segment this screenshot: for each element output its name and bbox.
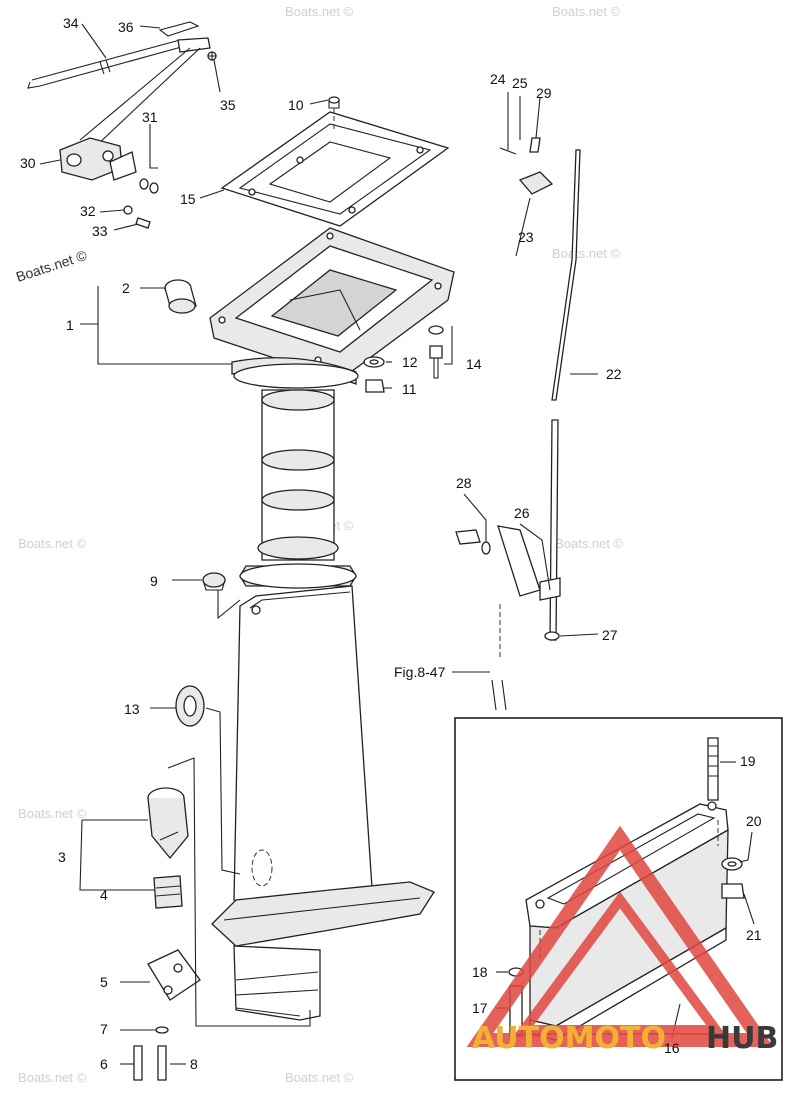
part-label: 3 <box>58 849 66 865</box>
shift-linkage <box>27 21 217 229</box>
grommet-9 <box>202 572 226 588</box>
part-label: 32 <box>80 203 96 219</box>
watermark: Boats.net © <box>285 4 354 19</box>
figure-reference: Fig.8-47 <box>394 664 446 680</box>
part-label: 21 <box>746 927 762 943</box>
part-label: 22 <box>606 366 622 382</box>
watermark: Boats.net © <box>555 536 624 551</box>
lower-bracket <box>133 685 205 1081</box>
part-label: 16 <box>664 1040 680 1056</box>
part-label: 19 <box>740 753 756 769</box>
part-label: 11 <box>402 381 417 397</box>
stud-19 <box>707 737 719 801</box>
watermark: Boats.net © <box>285 1070 354 1085</box>
nut-4 <box>153 875 183 909</box>
part-label: 9 <box>150 573 158 589</box>
part-label: 4 <box>100 887 108 903</box>
collar-27 <box>544 631 560 641</box>
bracket-23 <box>518 171 554 195</box>
bolt-28 <box>455 529 481 545</box>
part-label: 35 <box>220 97 236 113</box>
shift-rod <box>455 137 581 711</box>
watermark: Boats.net © <box>14 247 89 285</box>
watermark: Boats.net © <box>18 536 87 551</box>
part-label: 34 <box>63 15 79 31</box>
rod-22-lower <box>549 419 559 641</box>
part-label: 25 <box>512 75 528 91</box>
part-label: 26 <box>514 505 530 521</box>
part-label: 1 <box>66 317 74 333</box>
part-label: 13 <box>124 701 140 717</box>
bolt-6 <box>133 1045 143 1081</box>
nut-21 <box>721 883 745 899</box>
ball-32 <box>123 205 133 215</box>
drive-shaft-housing-top <box>164 227 455 389</box>
spring-33 <box>135 217 151 229</box>
screw-29 <box>529 137 541 153</box>
brand-logo: AUTOMOTO HUB <box>466 825 778 1056</box>
brand-name-part2: HUB <box>706 1021 778 1056</box>
part-label: 14 <box>466 356 482 372</box>
gasket-15 <box>220 111 450 227</box>
part-label: 28 <box>456 475 472 491</box>
part-label: 8 <box>190 1056 198 1072</box>
part-label: 24 <box>490 71 506 87</box>
pin-10 <box>328 96 340 104</box>
washer-7 <box>155 1026 169 1034</box>
part-label: 36 <box>118 19 134 35</box>
upper-gasket <box>220 96 450 227</box>
drive-shaft-housing <box>211 389 435 1021</box>
part-label: 6 <box>100 1056 108 1072</box>
part-label: 31 <box>142 109 158 125</box>
part-label: 12 <box>402 354 418 370</box>
part-label: 10 <box>288 97 304 113</box>
plate-5 <box>147 949 201 1001</box>
rod-22-upper <box>551 149 581 401</box>
o-ring-31b <box>149 182 159 194</box>
watermark: Boats.net © <box>18 1070 87 1085</box>
brand-name-part1: AUTOMOTO <box>472 1021 666 1056</box>
part-label: 18 <box>472 964 488 980</box>
part-label: 20 <box>746 813 762 829</box>
washer-14 <box>428 325 444 335</box>
clamp-26 <box>497 525 541 597</box>
leader-lines <box>39 23 599 1065</box>
watermark: Boats.net © <box>552 246 621 261</box>
stud-14 <box>429 345 443 359</box>
part-label: 7 <box>100 1021 108 1037</box>
part-label: 33 <box>92 223 108 239</box>
part-label: 27 <box>602 627 618 643</box>
part-label: 5 <box>100 974 108 990</box>
hardware-middle <box>202 325 444 591</box>
part-label: 15 <box>180 191 196 207</box>
part-label: 2 <box>122 280 130 296</box>
part-label: 23 <box>518 229 534 245</box>
bolt-8 <box>157 1045 167 1081</box>
nut-11 <box>365 379 385 393</box>
watermark: Boats.net © <box>18 806 87 821</box>
watermark: Boats.net © <box>552 4 621 19</box>
o-ring-31a <box>139 178 149 190</box>
clip-36 <box>158 21 200 37</box>
part-label: 17 <box>472 1000 488 1016</box>
part-label: 29 <box>536 85 552 101</box>
part-label: 30 <box>20 155 36 171</box>
part-labels: 34 36 35 30 32 33 31 10 15 1 2 12 11 14 … <box>20 15 762 1072</box>
